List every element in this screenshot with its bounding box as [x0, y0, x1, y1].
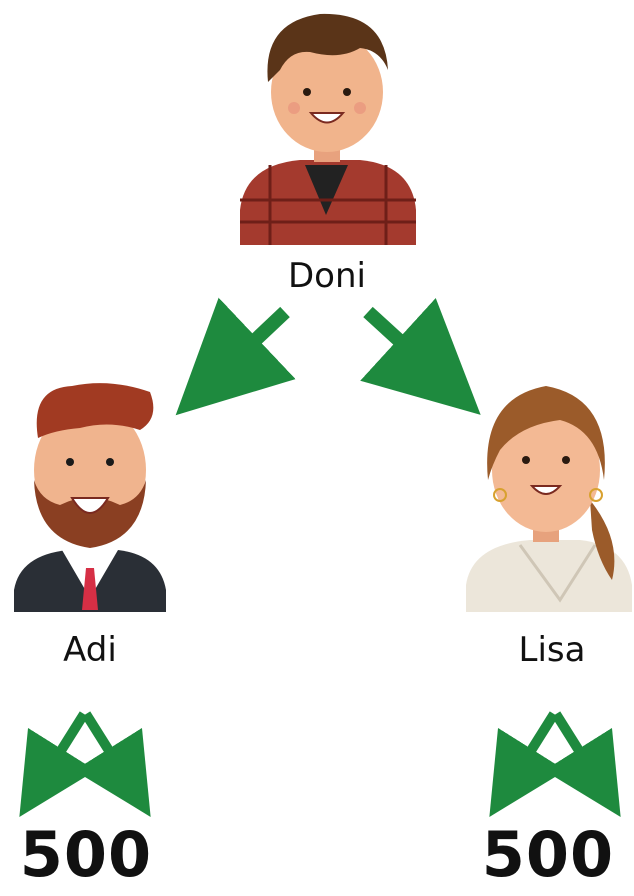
arrow-lisa-right [544, 711, 621, 817]
arrow-doni-to-lisa [360, 298, 481, 415]
lisa-amount: 500 [481, 818, 615, 891]
adi-amount: 500 [19, 818, 153, 891]
lisa-avatar [466, 386, 632, 612]
arrow-adi-right [74, 711, 151, 817]
arrow-doni-to-adi [175, 297, 296, 416]
doni-label: Doni [288, 256, 366, 296]
arrow-lisa-left [489, 711, 566, 817]
lisa-label: Lisa [518, 630, 586, 670]
adi-avatar [14, 383, 166, 612]
doni-avatar [240, 13, 416, 245]
adi-label: Adi [63, 630, 117, 670]
arrow-adi-left [19, 711, 96, 817]
